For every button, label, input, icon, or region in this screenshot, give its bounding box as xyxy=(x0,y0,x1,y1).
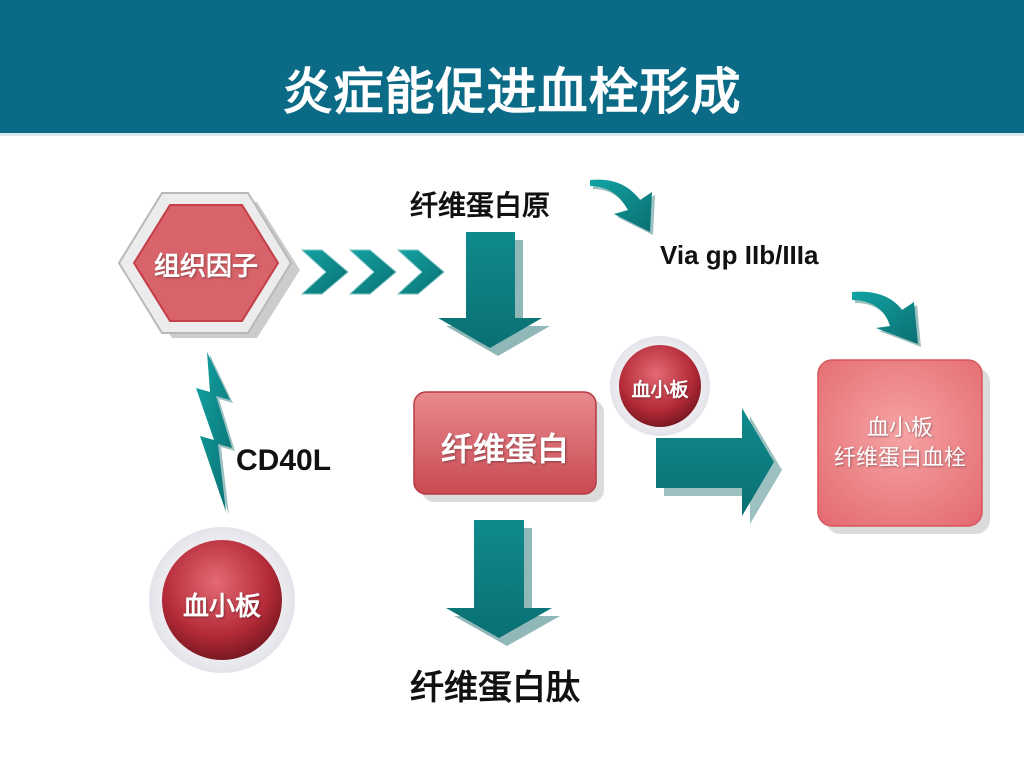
clot-label-line1: 血小板 xyxy=(866,416,933,441)
curved-arrow-right xyxy=(852,291,921,347)
clot-label-line2: 纤维蛋白血栓 xyxy=(833,446,966,471)
platelet-large-label: 血小板 xyxy=(182,592,261,622)
platelet-large xyxy=(149,527,295,673)
slide-title: 炎症能促进血栓形成 xyxy=(282,63,742,121)
curved-arrow-top xyxy=(590,179,655,235)
platelet-small xyxy=(610,336,710,436)
fibrinogen-label: 纤维蛋白原 xyxy=(410,189,551,222)
via-gp-label: Via gp IIb/IIIa xyxy=(660,240,819,270)
tissue-factor-label: 组织因子 xyxy=(153,252,258,282)
cd40l-bolt-arrow xyxy=(196,352,235,515)
clot-node xyxy=(817,359,990,534)
title-banner: 炎症能促进血栓形成 xyxy=(0,0,1024,136)
down-arrow-fibrinogen xyxy=(438,232,550,356)
fibrin-node xyxy=(413,391,604,502)
platelet-small-label: 血小板 xyxy=(631,379,689,401)
fibrin-peptide-label: 纤维蛋白肽 xyxy=(410,668,580,708)
right-arrow-fibrin-clot xyxy=(656,408,782,524)
down-arrow-fibrin xyxy=(446,520,560,646)
tissue-factor-node xyxy=(117,192,300,338)
chevron-arrows xyxy=(300,249,445,295)
cd40l-label: CD40L xyxy=(236,444,332,477)
fibrin-label: 纤维蛋白 xyxy=(440,430,569,468)
